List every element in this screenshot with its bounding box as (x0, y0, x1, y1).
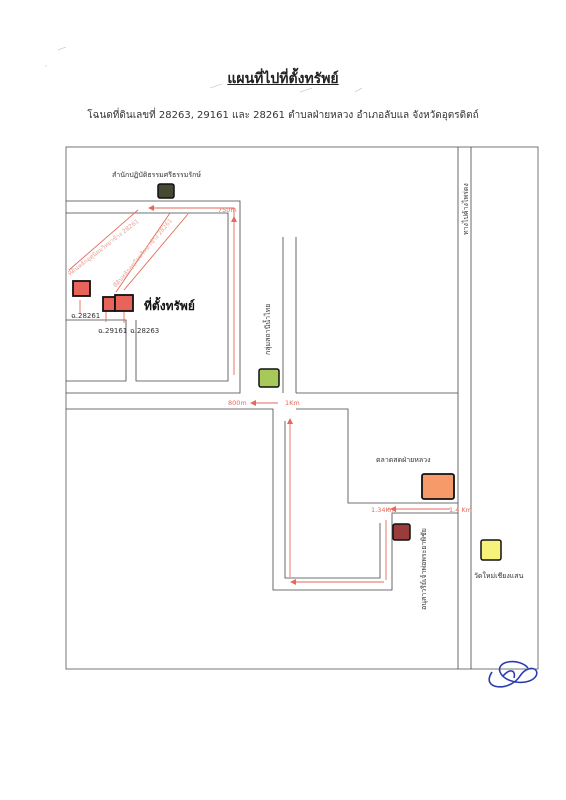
monument-marker (392, 523, 411, 541)
school-marker (258, 368, 280, 388)
temple-marker (480, 539, 502, 561)
market-marker (421, 473, 455, 500)
office-marker (157, 183, 175, 199)
distance-800: 800m (228, 399, 247, 407)
deed-label-29161: ฉ.29161 (98, 327, 127, 335)
route-lines (68, 205, 450, 585)
school-label: กลุ่มสถานีน้ำไทย (261, 304, 272, 355)
signature (488, 660, 538, 688)
office-label: สำนักปฏิบัติธรรมศรีธรรมรักษ์ (112, 171, 201, 179)
deed-label-28261: ฉ.28261 (71, 312, 100, 320)
map-subtitle: โฉนดที่ดินเลขที่ 28263, 29161 และ 28261 … (87, 110, 479, 121)
property-plots (72, 280, 134, 312)
plot-28263 (114, 294, 134, 312)
market-label: ตลาดสดฝ่ายหลวง (376, 456, 431, 464)
deed-label-28263: ฉ.28263 (130, 327, 159, 335)
plot-29161 (102, 296, 116, 312)
distance-134-left: 1.34Km (371, 506, 396, 514)
temple-label: วัดใหม่เชียงแสน (474, 571, 524, 580)
main-road-label: ทางไปค้างไพร่ดง (461, 183, 470, 235)
property-label: ที่ตั้งทรัพย์ (144, 296, 195, 313)
distance-1km: 1Km (285, 399, 300, 407)
faint-diagonal-label-2: ที่ดินหลักอุตุนิยมวิทยาข้าง 28261 (111, 217, 174, 290)
road-network (66, 147, 472, 669)
distance-134-right: 1.4 Km (449, 506, 472, 514)
monument-label: อนุสาวรีย์เจ้าพ่อพระยาพิชัย (420, 528, 428, 610)
map-title: แผนที่ไปที่ตั้งทรัพย์ (227, 71, 339, 87)
plot-28261 (72, 280, 91, 297)
map-frame (65, 146, 539, 670)
distance-750: 750m (218, 206, 237, 214)
scan-marks (45, 46, 363, 93)
